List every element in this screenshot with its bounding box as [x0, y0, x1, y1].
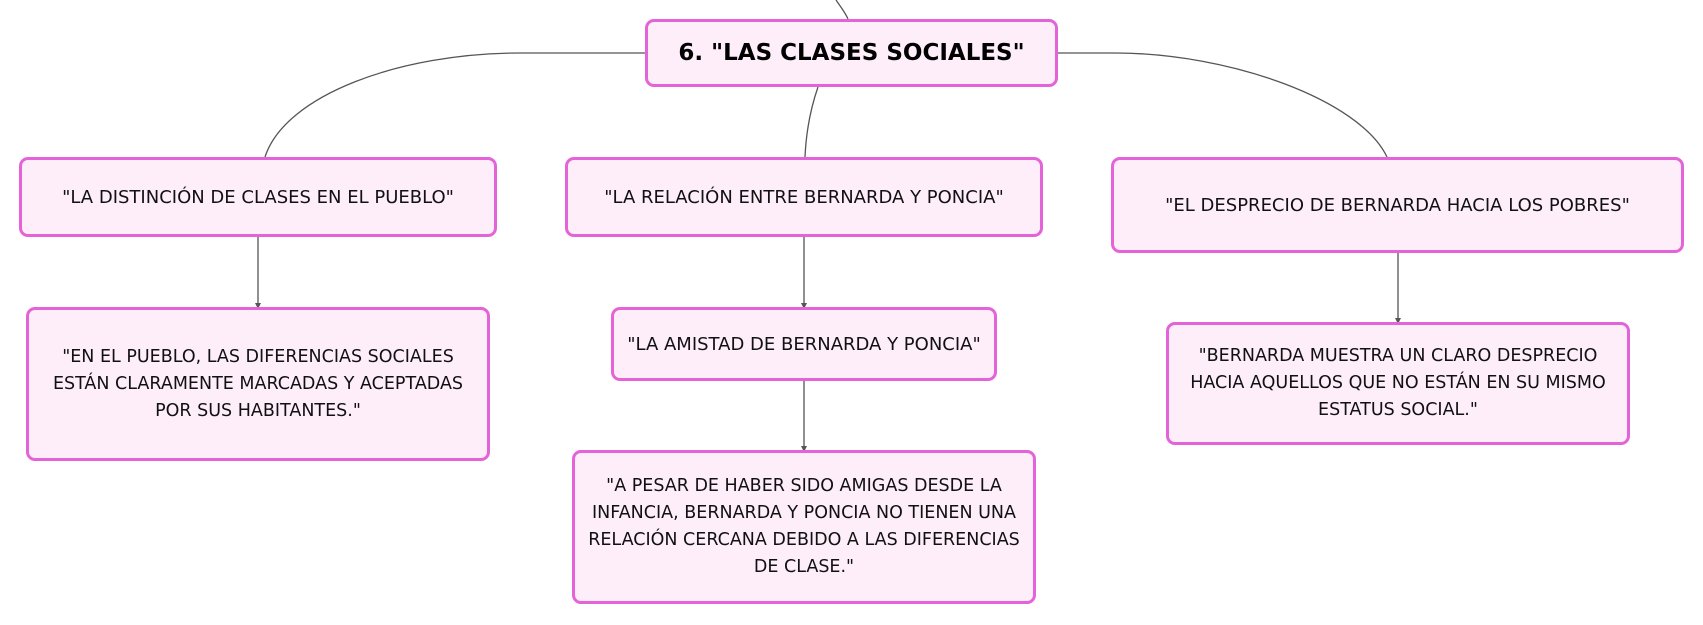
branch-node-bernarda-contempt[interactable]: "EL DESPRECIO DE BERNARDA HACIA LOS POBR… — [1111, 157, 1684, 253]
connector-root-to-branch-2 — [804, 86, 819, 158]
arrowhead — [801, 303, 807, 309]
child-label: "A PESAR DE HABER SIDO AMIGAS DESDE LA I… — [588, 476, 1020, 577]
connector-parent-to-root — [835, 0, 849, 20]
connector-root-to-branch-1 — [264, 52, 645, 158]
connector-root-to-branch-3 — [1058, 52, 1388, 158]
child-label: "BERNARDA MUESTRA UN CLARO DESPRECIO HAC… — [1190, 346, 1606, 420]
arrowhead — [1395, 318, 1401, 324]
child-label: "EN EL PUEBLO, LAS DIFERENCIAS SOCIALES … — [52, 346, 464, 421]
branch-label: "LA RELACIÓN ENTRE BERNARDA Y PONCIA" — [604, 186, 1004, 208]
root-topic-label: 6. "LAS CLASES SOCIALES" — [678, 39, 1025, 66]
root-topic-node[interactable]: 6. "LAS CLASES SOCIALES" — [645, 19, 1058, 87]
child-node-social-differences[interactable]: "EN EL PUEBLO, LAS DIFERENCIAS SOCIALES … — [26, 307, 490, 461]
branch-label: "EL DESPRECIO DE BERNARDA HACIA LOS POBR… — [1165, 194, 1630, 216]
arrowhead — [255, 303, 261, 309]
child-node-contempt-detail[interactable]: "BERNARDA MUESTRA UN CLARO DESPRECIO HAC… — [1166, 322, 1630, 445]
arrowhead — [801, 446, 807, 452]
branch-node-class-distinction[interactable]: "LA DISTINCIÓN DE CLASES EN EL PUEBLO" — [19, 157, 497, 237]
child-node-class-distance[interactable]: "A PESAR DE HABER SIDO AMIGAS DESDE LA I… — [572, 450, 1036, 604]
child-node-friendship[interactable]: "LA AMISTAD DE BERNARDA Y PONCIA" — [611, 307, 997, 381]
child-label: "LA AMISTAD DE BERNARDA Y PONCIA" — [627, 333, 981, 355]
branch-label: "LA DISTINCIÓN DE CLASES EN EL PUEBLO" — [62, 186, 454, 208]
branch-node-bernarda-poncia-relation[interactable]: "LA RELACIÓN ENTRE BERNARDA Y PONCIA" — [565, 157, 1043, 237]
